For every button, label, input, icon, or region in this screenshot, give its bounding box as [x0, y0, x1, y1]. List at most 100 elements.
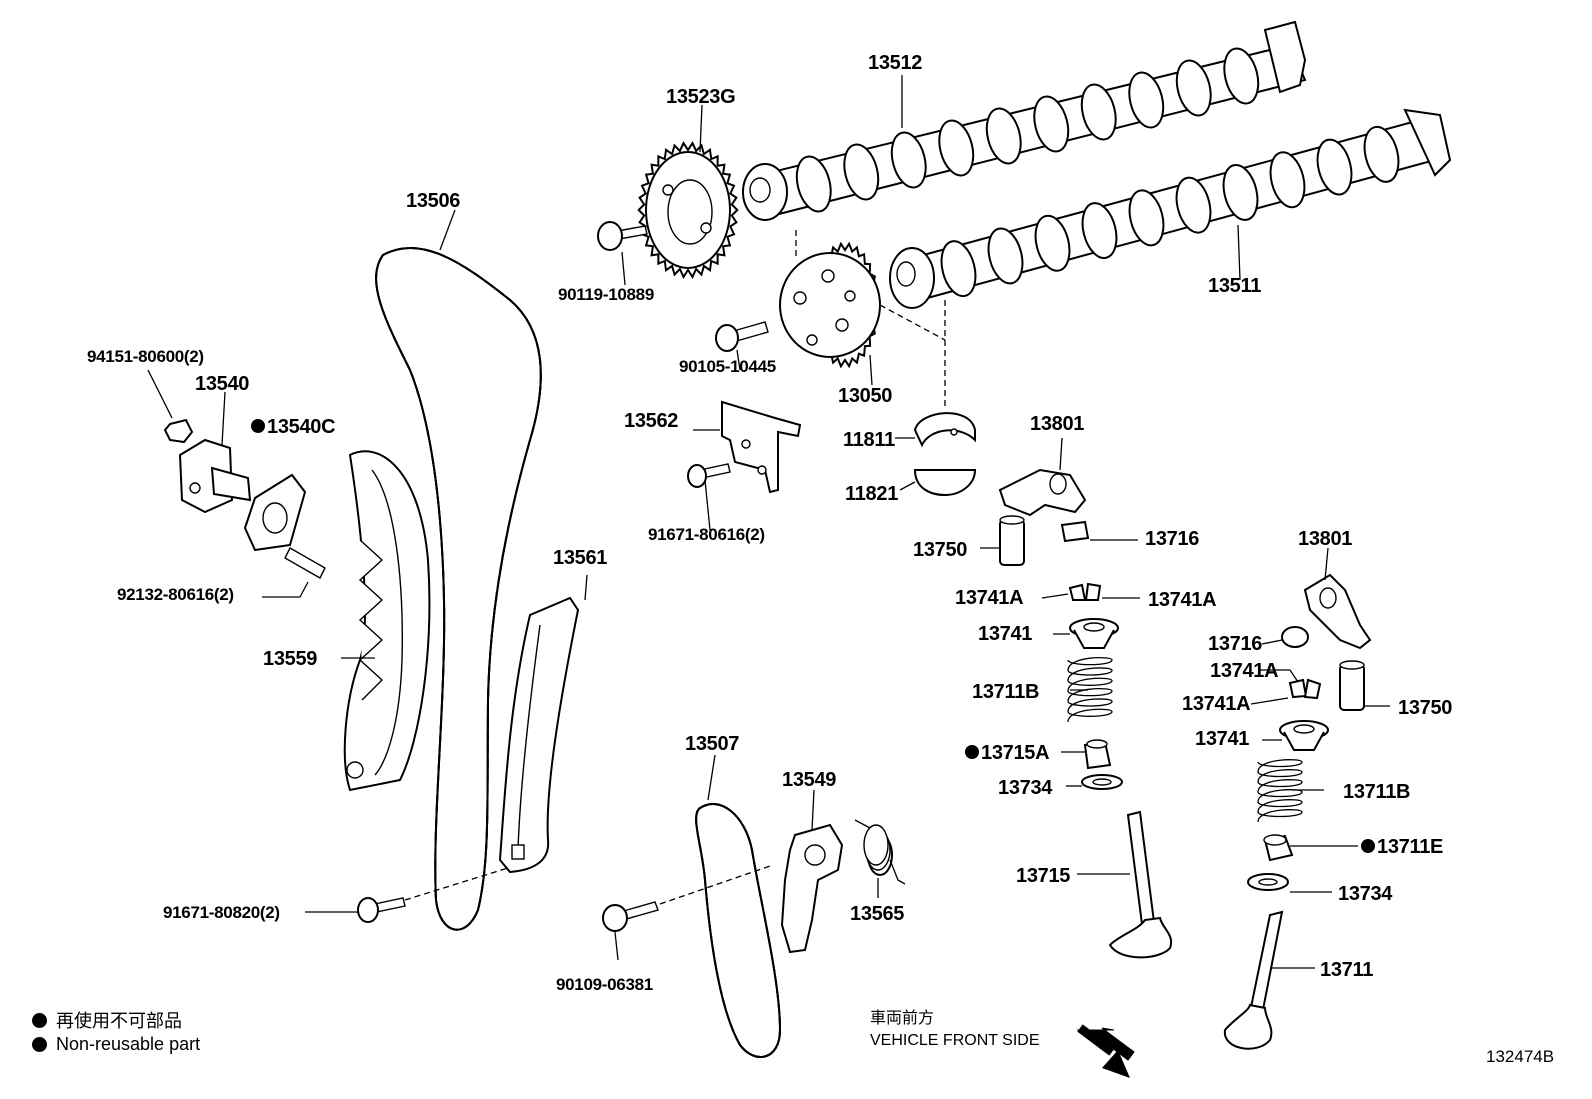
label-91671-80616: 91671-80616(2) [648, 525, 765, 544]
label-13801-upper: 13801 [1030, 413, 1084, 435]
label-13741A-upper-left: 13741A [955, 587, 1023, 609]
label-13711: 13711 [1320, 959, 1373, 981]
timing-chain-13506 [375, 246, 542, 931]
oil-pump-chain-13507 [695, 803, 782, 1058]
spring-retainer-13741-lower [1279, 720, 1329, 751]
valve-keepers-13741A-lower [1288, 678, 1322, 700]
label-13507: 13507 [685, 733, 739, 755]
cam-lobe [1033, 95, 1070, 153]
label-13540: 13540 [195, 373, 249, 395]
label-13801-lower: 13801 [1298, 528, 1352, 550]
stud-92132-80616 [284, 547, 326, 579]
tensioner-spring-13565 [854, 819, 906, 885]
cam-lobe [1222, 164, 1259, 221]
vehicle-front-label-jp: 車両前方 [870, 1010, 935, 1027]
label-90119-10889: 90119-10889 [558, 285, 654, 304]
legend-row-en: Non-reusable part [32, 1032, 200, 1056]
label-11811: 11811 [843, 429, 895, 451]
cam-lobe [1081, 202, 1118, 259]
label-13711E: 13711E [1377, 836, 1443, 858]
cam-lobe [843, 143, 880, 201]
cam-lobe [938, 119, 975, 177]
label-13540C: 13540C [267, 416, 335, 438]
cam-lobe [1175, 59, 1212, 117]
lash-adjuster-13750-upper [999, 515, 1025, 566]
intake-camshaft-13511 [889, 108, 1452, 309]
rocker-arm-13801-upper [998, 468, 1087, 517]
spring-coil [1257, 799, 1303, 813]
rocker-arm-13801-lower [1303, 573, 1372, 650]
bolt-91671-80616 [687, 463, 731, 488]
exhaust-valve-13715 [1108, 810, 1173, 959]
label-13559: 13559 [263, 648, 317, 670]
valve-spring-13711B-upper [1067, 656, 1113, 723]
spring-retainer-13741-upper [1069, 618, 1119, 649]
label-13741-upper: 13741 [978, 623, 1032, 645]
spring-coil [1067, 708, 1113, 723]
cam-lobe [987, 227, 1024, 285]
cam-lobe [1128, 71, 1165, 129]
label-13050: 13050 [838, 385, 892, 407]
label-13715A: 13715A [981, 742, 1049, 764]
legend-row-jp: 再使用不可部品 [32, 1008, 200, 1032]
legend-text-en: Non-reusable part [56, 1033, 201, 1054]
spring-coil [1067, 698, 1113, 712]
label-13741-lower: 13741 [1195, 728, 1249, 750]
label-13750-upper: 13750 [913, 539, 967, 561]
label-94151-80600: 94151-80600(2) [87, 347, 204, 366]
label-90109-06381: 90109-06381 [556, 975, 653, 994]
nut-94151-80600 [163, 418, 194, 444]
label-13716-lower: 13716 [1208, 633, 1262, 655]
chain-tensioner-13540 [178, 438, 252, 514]
spring-coil [1257, 769, 1303, 783]
label-13734-lower: 13734 [1338, 883, 1393, 905]
label-13562: 13562 [624, 410, 678, 432]
label-13561: 13561 [553, 547, 607, 569]
filled-circle-icon [32, 1036, 47, 1052]
cam-lobe [1363, 125, 1400, 183]
vvt-gear-assembly-13050 [779, 230, 946, 410]
spring-coil [1067, 687, 1113, 702]
camshaft-bearing-11811 [913, 412, 976, 448]
valve-stem-seal-13711E [1263, 834, 1294, 862]
label-92132-80616: 92132-80616(2) [117, 585, 234, 604]
cam-lobe [795, 155, 832, 213]
lash-adjuster-13750-lower [1339, 660, 1365, 711]
camshaft-bearing-11821 [913, 469, 977, 497]
vehicle-front-label-en: VEHICLE FRONT SIDE [870, 1032, 1040, 1049]
label-13512: 13512 [868, 52, 922, 74]
cam-lobe [1080, 83, 1117, 141]
chain-tensioner-arm-13549 [780, 823, 844, 954]
cam-lobe [985, 107, 1022, 165]
label-13750-lower: 13750 [1398, 697, 1452, 719]
spring-seat-13734-upper [1081, 774, 1123, 790]
cam-lobe [1128, 189, 1165, 247]
chain-guide-13561 [498, 596, 580, 874]
vehicle-front-label: 車両前方 VEHICLE FRONT SIDE [870, 1008, 1040, 1052]
label-13741A-upper-right: 13741A [1148, 589, 1216, 611]
exhaust-camshaft-13512 [742, 20, 1307, 221]
cam-lobe [1316, 138, 1353, 196]
label-13506: 13506 [406, 190, 460, 212]
label-11821: 11821 [845, 483, 898, 505]
bolt-90109-06381 [602, 865, 771, 932]
spring-coil [1257, 759, 1303, 773]
label-13511: 13511 [1208, 275, 1261, 297]
label-91671-80820: 91671-80820(2) [163, 903, 280, 922]
label-13523G: 13523G [666, 86, 735, 108]
leader-lines [147, 75, 1390, 969]
label-13711B-upper: 13711B [972, 681, 1039, 703]
spring-seat-13734-lower [1247, 873, 1289, 891]
label-13711B-lower: 13711B [1343, 781, 1410, 803]
spring-coil [1257, 779, 1303, 793]
vehicle-front-arrow-icon [1076, 1024, 1135, 1078]
label-90105-10445: 90105-10445 [679, 357, 776, 376]
valve-stem-seal-13715A [1083, 739, 1112, 770]
intake-valve-13711 [1223, 910, 1284, 1050]
cam-lobe [1034, 214, 1071, 272]
non-reusable-marker [965, 745, 979, 759]
bolt-90105-10445 [715, 321, 769, 352]
chain-oil-jet-13562 [721, 400, 802, 494]
cam-lobe [890, 131, 927, 189]
